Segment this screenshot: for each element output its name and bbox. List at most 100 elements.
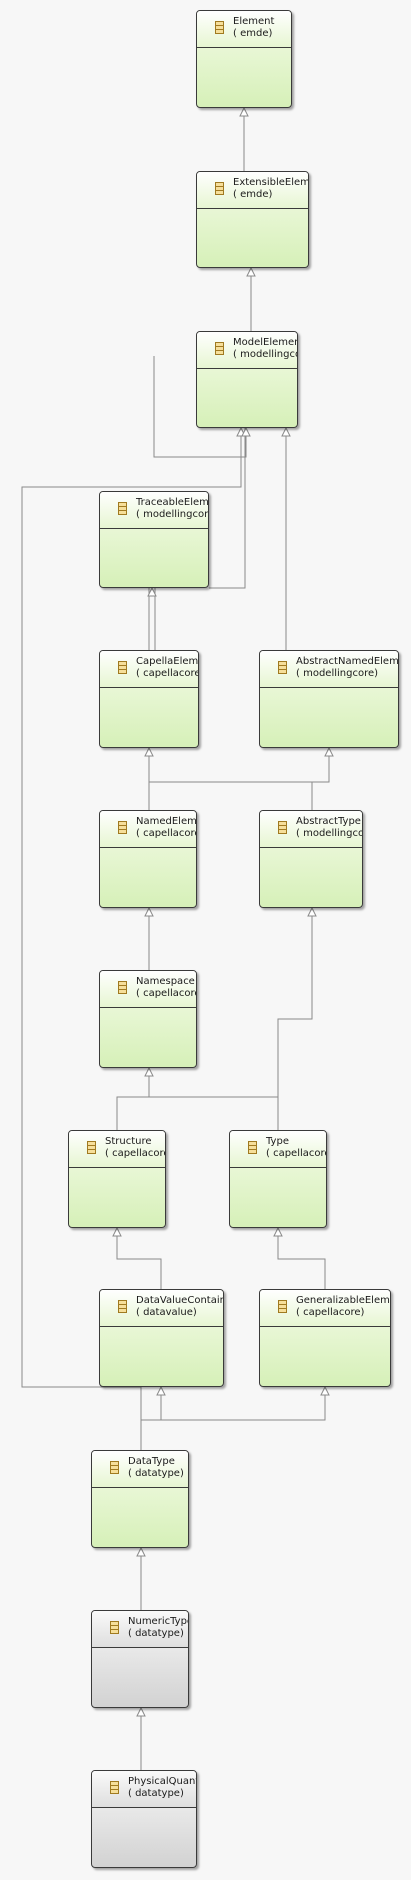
class-icon bbox=[278, 1300, 287, 1313]
class-icon bbox=[215, 182, 224, 195]
class-header: Structure ( capellacore) bbox=[69, 1131, 165, 1168]
class-icon bbox=[278, 661, 287, 674]
class-data-type[interactable]: DataType ( datatype) bbox=[91, 1450, 189, 1548]
link-named-to-abstractnamed bbox=[148, 748, 330, 810]
class-numeric-type[interactable]: NumericType ( datatype) bbox=[91, 1610, 189, 1708]
link-type-to-abstracttype bbox=[277, 908, 313, 1130]
class-package: ( capellacore) bbox=[105, 1148, 165, 1159]
class-icon bbox=[118, 502, 127, 515]
class-name: DataValueContainer bbox=[136, 1295, 223, 1306]
arrowhead-extensible bbox=[246, 266, 256, 277]
arrowhead-structure bbox=[112, 1226, 122, 1237]
class-header: TraceableElement ( modellingcore) bbox=[100, 492, 208, 529]
arrowhead-abstracttype bbox=[307, 906, 317, 917]
link-datavalue-to-model bbox=[21, 428, 242, 1388]
link-traceable-to-model-2 bbox=[209, 428, 246, 589]
arrowhead-numerictype bbox=[136, 1706, 146, 1717]
class-header: PhysicalQuantity ( datatype) bbox=[92, 1771, 196, 1808]
arrowhead-namespace bbox=[144, 1066, 154, 1077]
class-header: DataValueContainer ( datavalue) bbox=[100, 1290, 223, 1327]
class-header: Element ( emde) bbox=[197, 11, 291, 48]
class-name: Structure bbox=[105, 1136, 152, 1147]
class-physical-quantity[interactable]: PhysicalQuantity ( datatype) bbox=[91, 1770, 197, 1868]
class-header: NamedElement ( capellacore) bbox=[100, 811, 196, 848]
class-package: ( datatype) bbox=[128, 1788, 184, 1799]
link-datatype-to-datavalue-2 bbox=[141, 1387, 162, 1421]
class-icon bbox=[118, 661, 127, 674]
arrowhead-element bbox=[239, 106, 249, 117]
class-abstract-type[interactable]: AbstractType ( modellingcore) bbox=[259, 810, 363, 908]
link-datavalue-to-structure bbox=[116, 1228, 162, 1289]
class-name: CapellaElement bbox=[136, 656, 199, 667]
class-name: AbstractType bbox=[296, 816, 361, 827]
class-header: DataType ( datatype) bbox=[92, 1451, 188, 1488]
class-package: ( modellingcore) bbox=[296, 828, 362, 839]
link-datatype-to-generalizable bbox=[141, 1387, 326, 1421]
class-package: ( modellingcore) bbox=[233, 349, 297, 360]
link-traceable-to-model bbox=[153, 356, 247, 458]
class-header: AbstractType ( modellingcore) bbox=[260, 811, 362, 848]
link-generalizable-to-type bbox=[277, 1228, 326, 1289]
class-name: ExtensibleElement bbox=[233, 177, 309, 188]
class-package: ( datavalue) bbox=[136, 1307, 197, 1318]
class-header: Type ( capellacore) bbox=[230, 1131, 326, 1168]
class-package: ( modellingcore) bbox=[296, 668, 379, 679]
arrowhead-traceable bbox=[147, 586, 157, 597]
class-package: ( capellacore) bbox=[296, 1307, 365, 1318]
class-package: ( datatype) bbox=[128, 1628, 184, 1639]
class-name: Namespace bbox=[136, 976, 195, 987]
arrowhead-abstractnamed bbox=[324, 746, 334, 757]
class-name: DataType bbox=[128, 1456, 175, 1467]
link-type-to-namespace bbox=[149, 1096, 279, 1130]
class-data-value-container[interactable]: DataValueContainer ( datavalue) bbox=[99, 1289, 224, 1387]
class-capella-element[interactable]: CapellaElement ( capellacore) bbox=[99, 650, 199, 748]
arrowhead-datavalue bbox=[156, 1385, 166, 1396]
class-icon bbox=[110, 1781, 119, 1794]
class-header: AbstractNamedElement ( modellingcore) bbox=[260, 651, 398, 688]
class-abstract-named-element[interactable]: AbstractNamedElement ( modellingcore) bbox=[259, 650, 399, 748]
class-package: ( emde) bbox=[233, 189, 273, 200]
class-name: TraceableElement bbox=[136, 497, 209, 508]
class-header: GeneralizableElement ( capellacore) bbox=[260, 1290, 390, 1327]
class-named-element[interactable]: NamedElement ( capellacore) bbox=[99, 810, 197, 908]
class-icon bbox=[110, 1621, 119, 1634]
class-package: ( capellacore) bbox=[266, 1148, 326, 1159]
class-name: Type bbox=[266, 1136, 289, 1147]
class-icon bbox=[87, 1141, 96, 1154]
arrowhead-named bbox=[144, 906, 154, 917]
class-name: NamedElement bbox=[136, 816, 197, 827]
class-name: Element bbox=[233, 16, 275, 27]
class-name: ModelElement bbox=[233, 337, 298, 348]
class-header: Namespace ( capellacore) bbox=[100, 971, 196, 1008]
arrowhead-generalizable bbox=[320, 1385, 330, 1396]
class-icon bbox=[118, 981, 127, 994]
arrowhead-capella bbox=[144, 746, 154, 757]
arrowhead-model-2 bbox=[241, 426, 251, 437]
class-icon bbox=[278, 821, 287, 834]
class-icon bbox=[215, 342, 224, 355]
class-name: GeneralizableElement bbox=[296, 1295, 390, 1306]
arrowhead-model-3 bbox=[281, 426, 291, 437]
class-element[interactable]: Element ( emde) bbox=[196, 10, 292, 108]
link-structure-to-namespace bbox=[116, 1068, 150, 1130]
class-model-element[interactable]: ModelElement ( modellingcore) bbox=[196, 331, 298, 428]
class-header: CapellaElement ( capellacore) bbox=[100, 651, 198, 688]
class-type[interactable]: Type ( capellacore) bbox=[229, 1130, 327, 1228]
class-header: ModelElement ( modellingcore) bbox=[197, 332, 297, 369]
class-generalizable-element[interactable]: GeneralizableElement ( capellacore) bbox=[259, 1289, 391, 1387]
class-package: ( capellacore) bbox=[136, 668, 199, 679]
class-structure[interactable]: Structure ( capellacore) bbox=[68, 1130, 166, 1228]
class-traceable-element[interactable]: TraceableElement ( modellingcore) bbox=[99, 491, 209, 588]
class-package: ( datatype) bbox=[128, 1468, 184, 1479]
class-package: ( capellacore) bbox=[136, 988, 196, 999]
class-icon bbox=[215, 21, 224, 34]
class-icon bbox=[118, 1300, 127, 1313]
arrowhead-datatype bbox=[136, 1546, 146, 1557]
class-icon bbox=[110, 1461, 119, 1474]
class-namespace[interactable]: Namespace ( capellacore) bbox=[99, 970, 197, 1068]
class-package: ( emde) bbox=[233, 28, 273, 39]
class-package: ( modellingcore) bbox=[136, 509, 208, 520]
class-extensible-element[interactable]: ExtensibleElement ( emde) bbox=[196, 171, 309, 268]
